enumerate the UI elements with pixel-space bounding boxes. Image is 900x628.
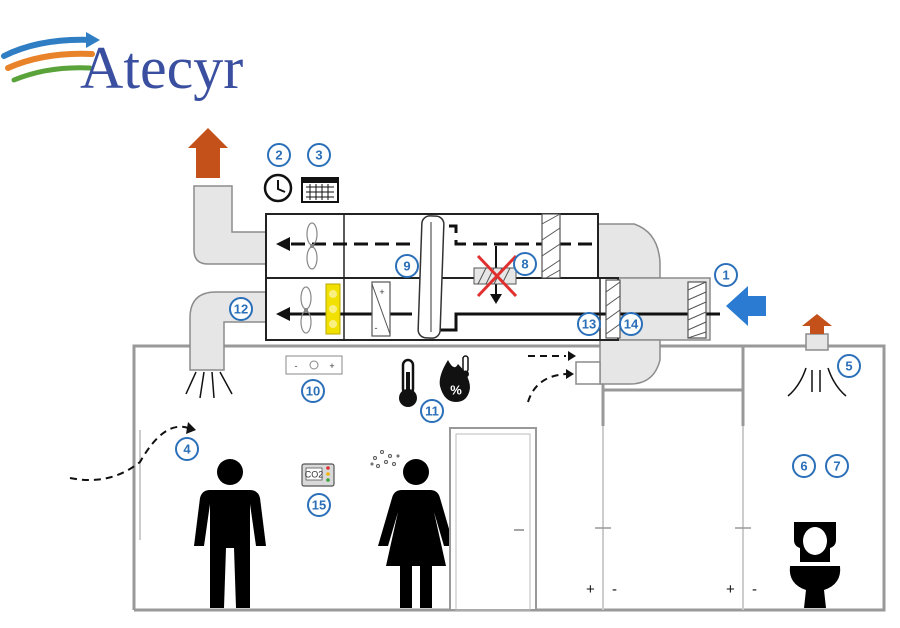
air-handling-unit: + - — [265, 213, 720, 341]
supply-coil-diagonal — [371, 283, 391, 335]
logo-swoosh-blue — [1, 36, 95, 59]
label-12: 12 — [229, 297, 253, 321]
logo-text: Atecyr — [80, 35, 243, 101]
svg-text:5: 5 — [845, 359, 852, 374]
outdoor-filter-hatch — [605, 281, 621, 335]
door2-minus: - — [612, 581, 617, 598]
door3-plus: + — [726, 581, 735, 598]
breath-particles-icon — [370, 450, 400, 468]
svg-text:2: 2 — [275, 148, 282, 163]
exhaust-duct — [193, 185, 267, 265]
door2-plus: + — [586, 581, 595, 598]
woman-icon — [378, 459, 454, 608]
bypass-arrowhead — [490, 294, 502, 304]
label-13: 13 — [577, 312, 601, 336]
extract-filter-hatch — [541, 213, 561, 279]
svg-text:3: 3 — [315, 148, 322, 163]
man-icon — [194, 459, 266, 608]
supply-diffuser-arrows — [185, 371, 233, 399]
extract-filter — [541, 213, 561, 279]
outdoor-duct — [597, 223, 661, 279]
label-7: 7 — [825, 454, 849, 478]
svg-text:12: 12 — [234, 302, 248, 317]
supply-filter-dot-2 — [329, 305, 337, 313]
building-walls — [132, 344, 886, 612]
control-panel-plus: + — [329, 361, 334, 371]
label-1: 1 — [714, 263, 738, 287]
label-14: 14 — [619, 312, 643, 336]
co2-sensor-icon: CO2 — [301, 463, 335, 487]
interior-door — [449, 427, 537, 611]
supply-coil-minus: - — [375, 323, 378, 333]
label-10: 10 — [301, 379, 325, 403]
return-arrowhead-upper — [568, 351, 576, 361]
exhaust-air-arrow — [188, 128, 228, 178]
infiltration-air-path — [69, 425, 189, 481]
label-6: 6 — [792, 454, 816, 478]
infiltration-arrowhead — [186, 422, 196, 434]
humidity-icon: % — [439, 355, 470, 402]
return-grille — [575, 361, 601, 385]
label-11: 11 — [420, 399, 444, 423]
svg-text:9: 9 — [403, 259, 410, 274]
return-arrowhead-lower — [566, 369, 574, 379]
logo-swoosh-green — [11, 65, 93, 83]
toilet-icon — [789, 522, 841, 608]
thermometer-icon — [399, 358, 417, 407]
bathroom-exhaust-arrow — [802, 314, 832, 334]
supply-fan-icon — [300, 286, 312, 334]
clock-icon — [263, 173, 293, 203]
supply-arrowhead — [276, 307, 290, 321]
logo-swoosh-orange — [5, 50, 95, 71]
return-air-path-lower — [527, 373, 567, 403]
svg-text:10: 10 — [306, 384, 320, 399]
humidity-symbol: % — [450, 383, 462, 398]
svg-text:6: 6 — [800, 459, 807, 474]
svg-text:1: 1 — [722, 268, 729, 283]
control-panel-icon: - + — [285, 355, 343, 375]
svg-text:14: 14 — [624, 317, 639, 332]
return-duct — [599, 339, 661, 385]
supply-filter-dot-3 — [329, 320, 337, 328]
label-9: 9 — [395, 254, 419, 278]
outdoor-air-arrow — [726, 286, 766, 326]
atecyr-logo: Atecyr — [1, 32, 243, 101]
control-panel-minus: - — [295, 361, 298, 371]
control-panel-knob — [309, 360, 319, 370]
calendar-icon — [301, 177, 339, 203]
label-4: 4 — [175, 437, 199, 461]
intake-grille — [687, 281, 707, 339]
label-15: 15 — [307, 493, 331, 517]
supply-coil-plus: + — [379, 287, 384, 297]
svg-text:4: 4 — [183, 442, 191, 457]
label-8: 8 — [513, 252, 537, 276]
label-5: 5 — [837, 354, 861, 378]
main-room-outline — [132, 344, 886, 612]
label-3: 3 — [307, 143, 331, 167]
bathroom-extract-duct — [805, 333, 829, 351]
door3-minus: - — [752, 581, 757, 598]
svg-text:8: 8 — [521, 257, 528, 272]
bathroom-extract-arrows — [787, 367, 847, 397]
bypass-damper-hatch — [477, 267, 511, 285]
logo-swoosh-arrowhead — [86, 32, 100, 48]
bypass-closed-x-icon — [476, 254, 518, 298]
supply-filter-dot-1 — [329, 290, 337, 298]
label-2: 2 — [267, 143, 291, 167]
co2-sensor-label: CO2 — [305, 470, 324, 480]
outdoor-filter — [605, 279, 621, 339]
svg-text:11: 11 — [425, 404, 439, 419]
intake-grille-hatch — [687, 281, 707, 339]
supply-duct — [189, 291, 267, 371]
svg-text:7: 7 — [833, 459, 840, 474]
svg-text:15: 15 — [312, 498, 326, 513]
extract-air-flow — [432, 224, 592, 246]
svg-text:13: 13 — [582, 317, 596, 332]
extract-fan-icon — [306, 222, 318, 270]
extract-arrowhead — [276, 237, 290, 251]
